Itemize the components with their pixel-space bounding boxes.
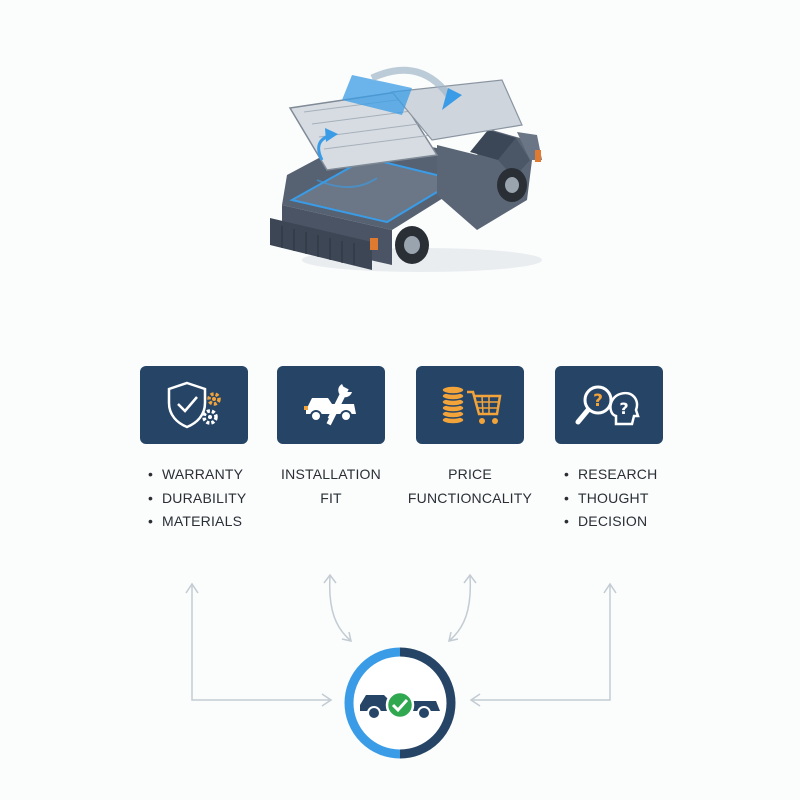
column-quality: WARRANTY DURABILITY MATERIALS bbox=[148, 463, 298, 534]
tile-installation bbox=[277, 366, 385, 444]
list-item: THOUGHT bbox=[564, 487, 714, 511]
svg-text:?: ? bbox=[593, 391, 603, 411]
arrow-left-outer bbox=[191, 585, 330, 701]
search-question-head-icon: ? ? bbox=[575, 385, 640, 426]
list-item: DECISION bbox=[564, 510, 714, 534]
tile-price bbox=[416, 366, 524, 444]
column-installation: INSTALLATION FIT bbox=[256, 463, 406, 510]
list-item: MATERIALS bbox=[148, 510, 298, 534]
svg-text:?: ? bbox=[619, 399, 628, 418]
tile-research: ? ? bbox=[555, 366, 663, 444]
arrow-left-inner bbox=[328, 575, 351, 641]
arrow-right-inner bbox=[449, 575, 472, 641]
pickup-truck-tonneau-cover-icon bbox=[270, 66, 542, 272]
column-price: PRICE FUNCTIONCALITY bbox=[395, 463, 545, 510]
column-research: RESEARCH THOUGHT DECISION bbox=[564, 463, 714, 534]
list-item: FUNCTIONCALITY bbox=[407, 489, 533, 506]
arrow-right-outer bbox=[472, 585, 611, 701]
truck-checkmark-icon bbox=[360, 690, 440, 720]
list-item: FIT bbox=[320, 489, 342, 506]
shield-check-gear-icon bbox=[167, 381, 221, 429]
list-item: WARRANTY bbox=[148, 463, 298, 487]
hub-ring-dark bbox=[399, 647, 456, 759]
list-item: RESEARCH bbox=[564, 463, 714, 487]
list-item: DURABILITY bbox=[148, 487, 298, 511]
coins-cart-icon bbox=[441, 385, 502, 425]
hub-ring-blue bbox=[344, 647, 401, 759]
list-item: PRICE bbox=[448, 466, 492, 482]
tile-quality bbox=[140, 366, 248, 444]
hub bbox=[344, 647, 456, 759]
list-item: INSTALLATION bbox=[281, 466, 381, 482]
truck-wrench-icon bbox=[304, 384, 356, 427]
